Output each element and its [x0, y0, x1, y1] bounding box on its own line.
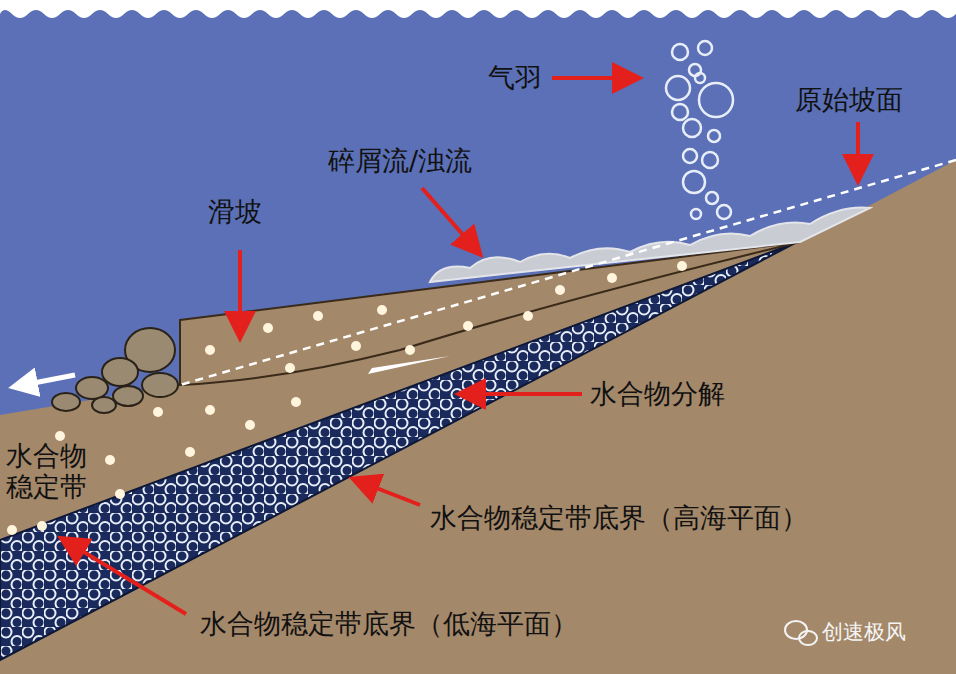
decomposition-label: 水合物分解: [590, 378, 725, 409]
slope-label: 原始坡面: [795, 84, 903, 115]
zone-label: 水合物 稳定带: [6, 440, 90, 502]
watermark: 创速极风: [822, 620, 906, 644]
slide-label: 滑坡: [208, 196, 262, 227]
flow-label: 碎屑流/浊流: [328, 145, 472, 176]
base-high-label: 水合物稳定带底界（高海平面）: [430, 502, 808, 533]
plume-label: 气羽: [488, 62, 542, 93]
base-low-label: 水合物稳定带底界（低海平面）: [200, 608, 578, 639]
